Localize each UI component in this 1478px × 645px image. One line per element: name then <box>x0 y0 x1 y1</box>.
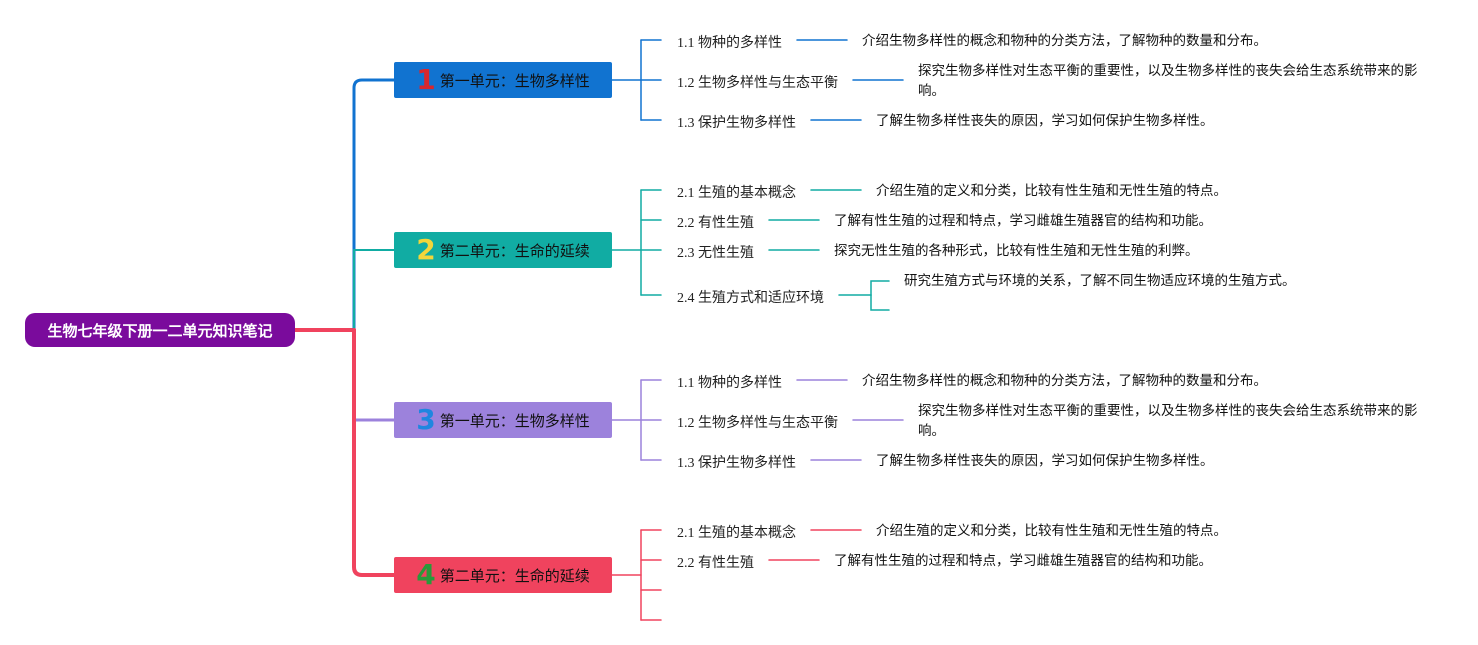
unit-2-item-4-fork-bottom <box>870 294 890 311</box>
unit-2-item-4-label[interactable]: 2.4 生殖方式和适应环境 <box>677 291 824 306</box>
unit-3-title: 第一单元：生物多样性 <box>439 411 590 430</box>
unit-2-item-1-desc: 介绍生殖的定义和分类，比较有性生殖和无性生殖的特点。 <box>876 183 1227 199</box>
unit-2-node[interactable]: 2 第二单元：生命的延续 <box>394 232 612 268</box>
unit-1-item-2-desc: 探究生物多样性对生态平衡的重要性，以及生物多样性的丧失会给生态系统带来的影响。 <box>918 63 1418 99</box>
unit-4-item-1-label[interactable]: 2.1 生殖的基本概念 <box>677 526 796 541</box>
unit-2-item-4-fork-top <box>870 280 890 296</box>
unit-2-connector <box>353 249 395 331</box>
unit-1-connector <box>352 78 396 332</box>
unit-2-item-2-desc: 了解有性生殖的过程和特点，学习雌雄生殖器官的结构和功能。 <box>834 213 1212 229</box>
unit-3-node[interactable]: 3 第一单元：生物多样性 <box>394 402 612 438</box>
unit-4-number: 4 <box>416 558 436 591</box>
unit-3-item-3-desc: 了解生物多样性丧失的原因，学习如何保护生物多样性。 <box>876 453 1214 469</box>
unit-3-connector <box>352 328 396 422</box>
unit-4-node[interactable]: 4 第二单元：生命的延续 <box>394 557 612 593</box>
unit-1-item-1-label[interactable]: 1.1 物种的多样性 <box>677 36 782 51</box>
unit-2-item-4-desc: 研究生殖方式与环境的关系，了解不同生物适应环境的生殖方式。 <box>904 273 1296 289</box>
unit-4-item-2-label[interactable]: 2.2 有性生殖 <box>677 556 754 571</box>
unit-4-connector <box>352 328 396 577</box>
unit-2-item-1-label[interactable]: 2.1 生殖的基本概念 <box>677 186 796 201</box>
unit-2-item-3-label[interactable]: 2.3 无性生殖 <box>677 246 754 261</box>
unit-3-item-1-label[interactable]: 1.1 物种的多样性 <box>677 376 782 391</box>
unit-4-title: 第二单元：生命的延续 <box>439 566 590 585</box>
unit-4-item-2-desc: 了解有性生殖的过程和特点，学习雌雄生殖器官的结构和功能。 <box>834 553 1212 569</box>
unit-1-node[interactable]: 1 第一单元：生物多样性 <box>394 62 612 98</box>
unit-3-item-1-desc: 介绍生物多样性的概念和物种的分类方法，了解物种的数量和分布。 <box>862 373 1267 389</box>
unit-3-item-2-desc: 探究生物多样性对生态平衡的重要性，以及生物多样性的丧失会给生态系统带来的影响。 <box>918 403 1418 439</box>
unit-1-item-3-label[interactable]: 1.3 保护生物多样性 <box>677 116 796 131</box>
unit-3-number: 3 <box>416 403 436 436</box>
unit-2-title: 第二单元：生命的延续 <box>439 241 590 260</box>
unit-1-title: 第一单元：生物多样性 <box>439 71 590 90</box>
unit-2-item-3-desc: 探究无性生殖的各种形式，比较有性生殖和无性生殖的利弊。 <box>834 243 1199 259</box>
unit-3-item-3-label[interactable]: 1.3 保护生物多样性 <box>677 456 796 471</box>
unit-1-item-3-desc: 了解生物多样性丧失的原因，学习如何保护生物多样性。 <box>876 113 1214 129</box>
unit-1-item-1-desc: 介绍生物多样性的概念和物种的分类方法，了解物种的数量和分布。 <box>862 33 1267 49</box>
unit-1-number: 1 <box>416 63 436 96</box>
root-topic[interactable]: 生物七年级下册一二单元知识笔记 <box>25 313 295 347</box>
unit-3-item-2-label[interactable]: 1.2 生物多样性与生态平衡 <box>677 416 838 431</box>
unit-2-number: 2 <box>416 233 436 266</box>
unit-4-item-1-desc: 介绍生殖的定义和分类，比较有性生殖和无性生殖的特点。 <box>876 523 1227 539</box>
unit-1-item-2-label[interactable]: 1.2 生物多样性与生态平衡 <box>677 76 838 91</box>
unit-2-item-2-label[interactable]: 2.2 有性生殖 <box>677 216 754 231</box>
